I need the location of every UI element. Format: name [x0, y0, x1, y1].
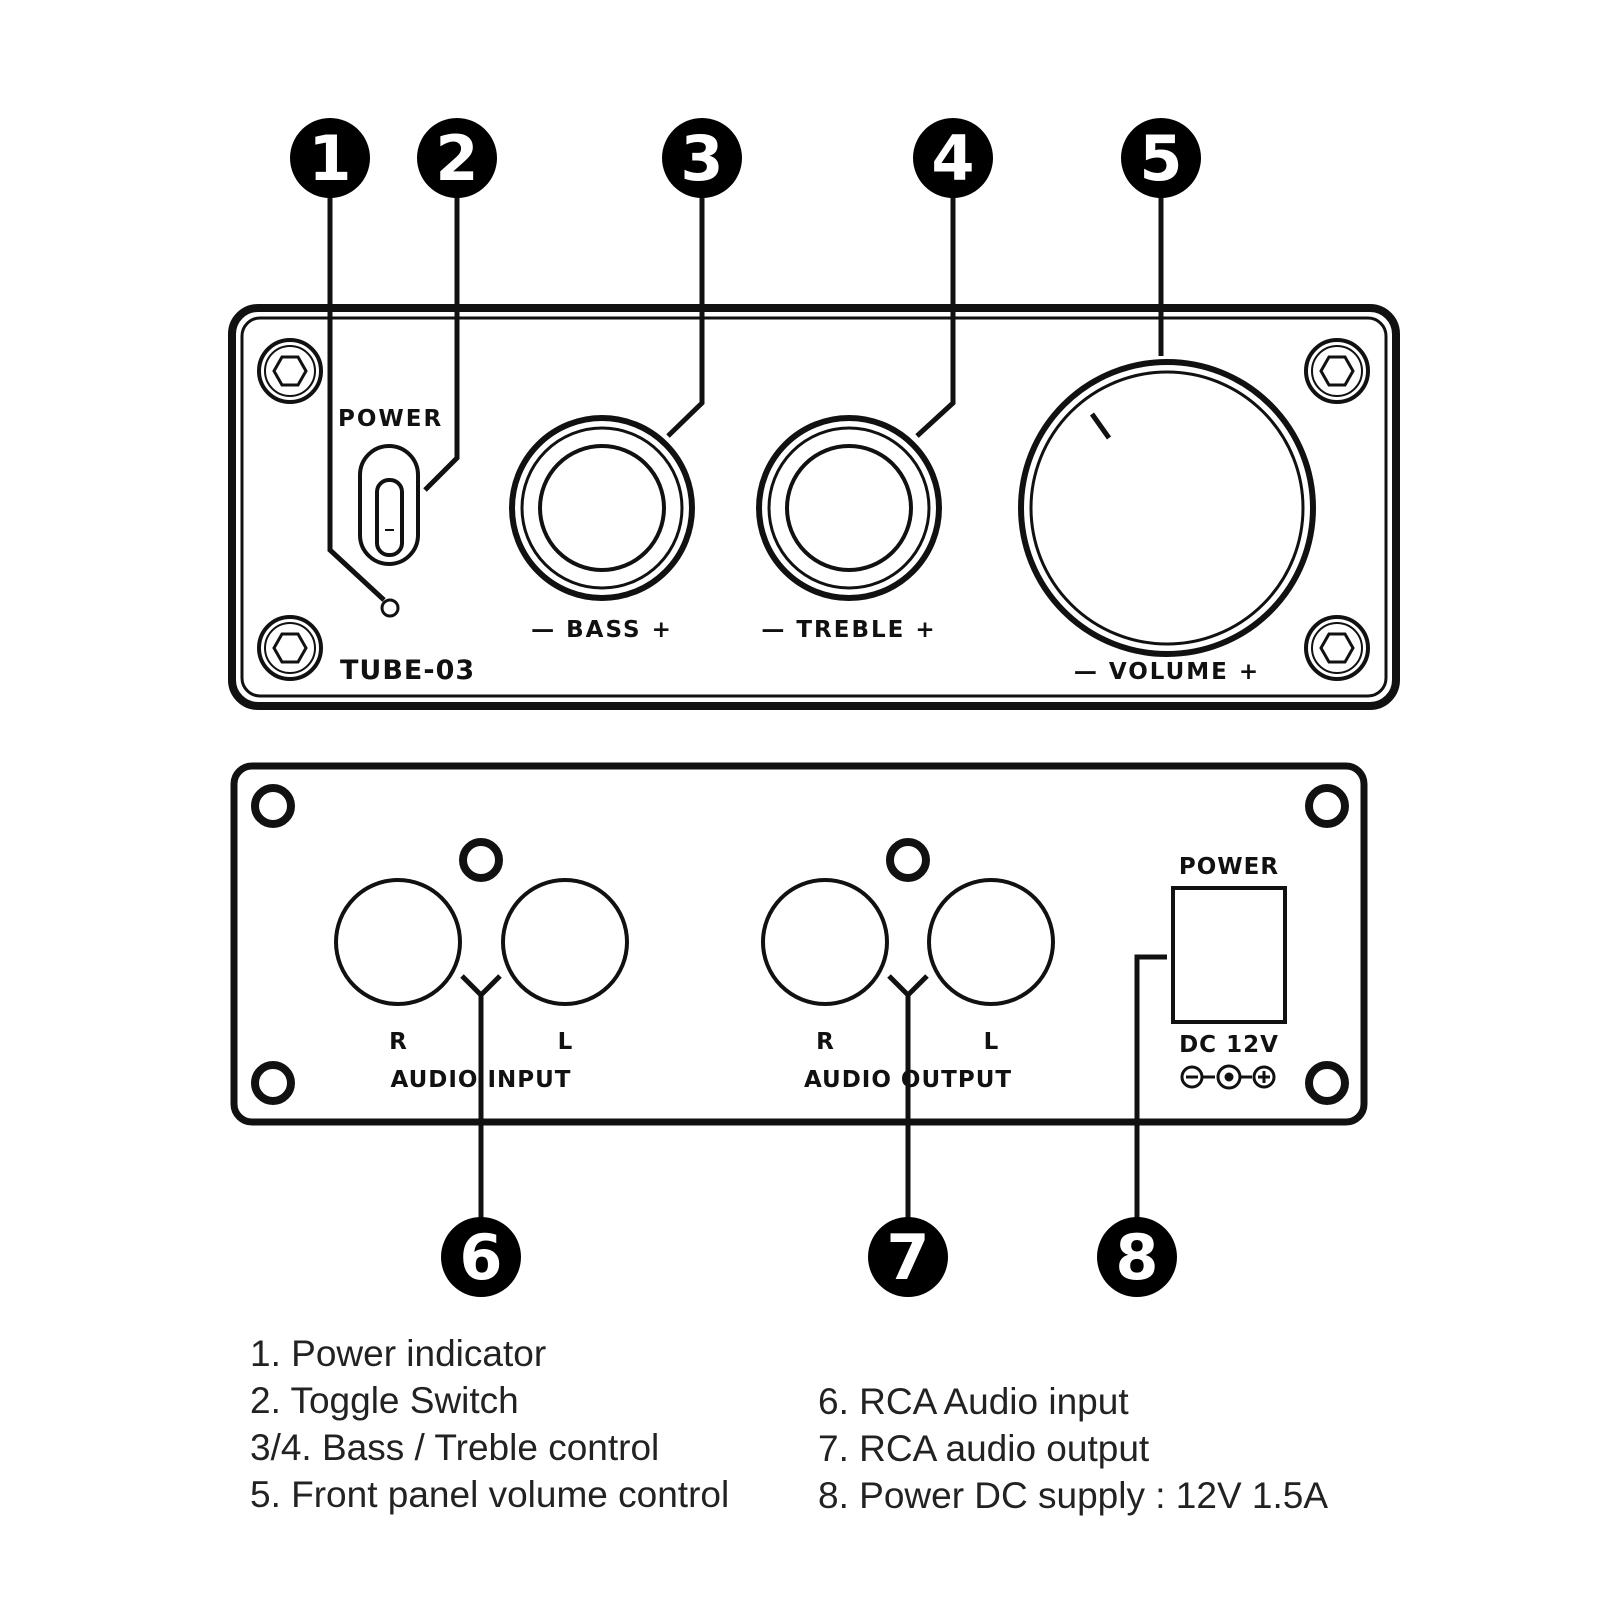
rear-screw-bottom-right	[1305, 1061, 1349, 1105]
callout-5-number: 5	[1139, 122, 1182, 195]
input-l-label: L	[558, 1029, 573, 1055]
bass-knob[interactable]	[509, 415, 695, 601]
callout-1-number: 1	[308, 122, 351, 195]
legend-item: 5. Front panel volume control	[250, 1474, 730, 1515]
front-screw-bottom-left	[257, 615, 323, 681]
front-panel-outer-frame	[228, 304, 1400, 710]
front-power-label: POWER	[338, 406, 443, 432]
leader-1	[327, 190, 386, 602]
callout-4-number: 4	[931, 122, 974, 195]
legend-left: 1. Power indicator 2. Toggle Switch 3/4.…	[250, 1330, 729, 1518]
dc-12v-label: DC 12V	[1179, 1032, 1279, 1058]
bass-label: — BASS +	[531, 617, 673, 643]
callout-3: 3	[662, 118, 742, 198]
legend-item: 6. RCA Audio input	[818, 1381, 1129, 1422]
leader-7	[887, 974, 929, 999]
callout-2-number: 2	[435, 122, 478, 195]
front-screw-top-right	[1304, 338, 1370, 404]
rear-screw-bottom-left	[251, 1061, 295, 1105]
rear-panel	[230, 762, 1368, 1126]
rca-input-left[interactable]	[501, 878, 629, 1006]
input-r-label: R	[389, 1029, 407, 1055]
callout-8-number: 8	[1115, 1221, 1158, 1294]
legend-item: 8. Power DC supply : 12V 1.5A	[818, 1475, 1329, 1516]
output-r-label: R	[816, 1029, 834, 1055]
dc-polarity-icon	[1180, 1064, 1276, 1090]
treble-label: — TREBLE +	[761, 617, 936, 643]
front-screw-top-left	[257, 338, 323, 404]
dc-power-jack[interactable]	[1171, 886, 1287, 1024]
input-ground-post	[459, 838, 503, 882]
front-panel	[228, 304, 1400, 710]
power-indicator-led	[380, 598, 400, 618]
front-screw-bottom-right	[1304, 615, 1370, 681]
leader-6	[460, 974, 502, 999]
legend-right: 6. RCA Audio input 7. RCA audio output 8…	[818, 1378, 1328, 1519]
legend-item: 1. Power indicator	[250, 1333, 547, 1374]
rca-output-right[interactable]	[761, 878, 889, 1006]
legend-item: 7. RCA audio output	[818, 1428, 1150, 1469]
legend-item: 3/4. Bass / Treble control	[250, 1427, 660, 1468]
callout-1: 1	[290, 118, 370, 198]
volume-knob[interactable]	[1018, 359, 1316, 657]
output-ground-post	[886, 838, 930, 882]
callout-2: 2	[417, 118, 497, 198]
leader-3	[666, 190, 705, 438]
callout-7-number: 7	[886, 1221, 929, 1294]
volume-label: — VOLUME +	[1074, 659, 1260, 685]
callout-6-number: 6	[459, 1221, 502, 1294]
leader-4	[915, 190, 956, 438]
callout-4: 4	[913, 118, 993, 198]
leader-8	[1134, 954, 1167, 1220]
rear-power-label: POWER	[1179, 854, 1279, 880]
treble-knob[interactable]	[756, 415, 942, 601]
leader-lines	[327, 190, 1167, 1220]
front-panel-inner-frame	[240, 316, 1388, 698]
rear-panel-frame	[230, 762, 1368, 1126]
legend-item: 2. Toggle Switch	[250, 1380, 519, 1421]
rca-output-left[interactable]	[927, 878, 1055, 1006]
callout-5: 5	[1121, 118, 1201, 198]
model-name: TUBE-03	[340, 655, 475, 686]
leader-2	[423, 190, 460, 492]
callout-7: 7	[868, 1217, 948, 1297]
callout-8: 8	[1097, 1217, 1177, 1297]
volume-knob-indicator	[1089, 412, 1112, 440]
rear-screw-top-right	[1305, 784, 1349, 828]
output-l-label: L	[984, 1029, 999, 1055]
rear-screw-top-left	[251, 784, 295, 828]
toggle-switch[interactable]	[358, 444, 420, 566]
callout-6: 6	[441, 1217, 521, 1297]
callout-3-number: 3	[680, 122, 723, 195]
rca-input-right[interactable]	[334, 878, 462, 1006]
